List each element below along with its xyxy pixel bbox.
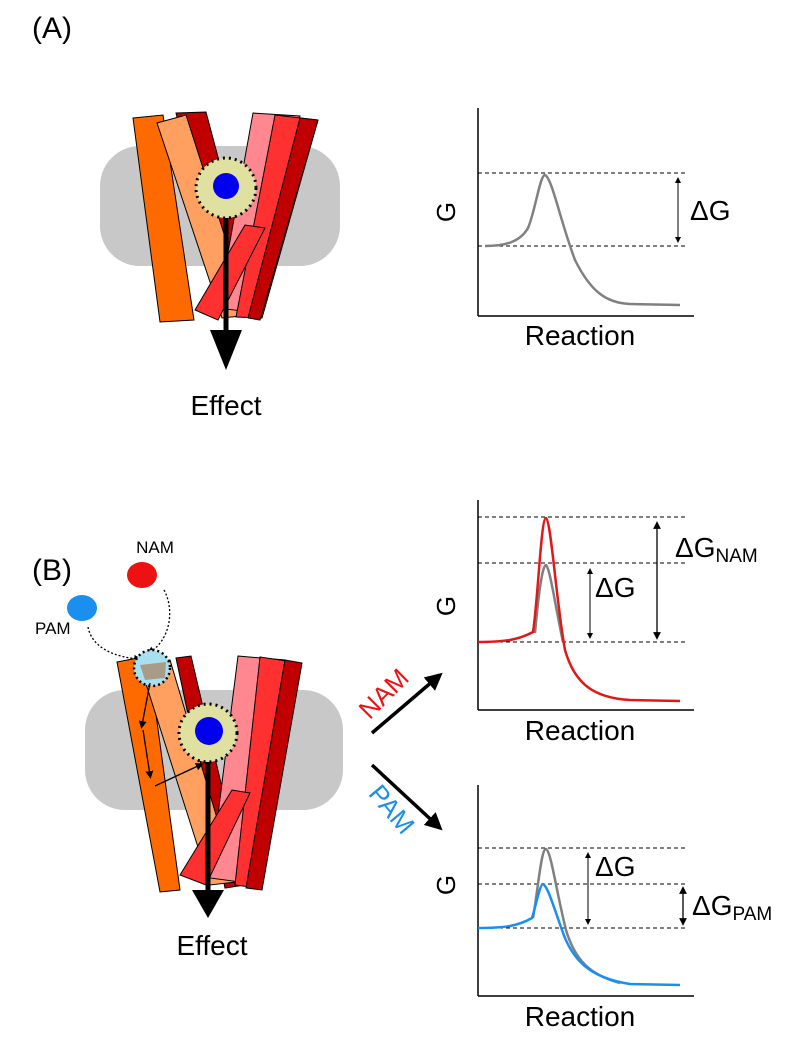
effect-label-a: Effect <box>190 390 261 421</box>
energy-graph-pam <box>477 785 694 997</box>
pam-label: PAM <box>35 619 71 638</box>
nam-binding-path <box>146 589 171 655</box>
nam-branch-label: NAM <box>353 663 415 725</box>
y-axis-label-nam: G <box>431 596 461 616</box>
delta-g-label-pam: ΔG <box>595 851 635 882</box>
receptor-b <box>85 648 343 918</box>
propagation-arrow-3 <box>154 763 204 787</box>
x-axis-label-pam: Reaction <box>525 1001 636 1032</box>
nam-label: NAM <box>136 538 174 557</box>
helix-dark-red-right-b <box>245 659 303 891</box>
panel-a-label: (A) <box>32 12 72 45</box>
energy-graph-a <box>477 108 694 317</box>
delta-g-nam-label: ΔGNAM <box>675 532 758 567</box>
curve-baseline-nam <box>533 563 565 643</box>
y-axis-label-a: G <box>431 202 461 222</box>
x-axis-label-a: Reaction <box>525 320 636 351</box>
pam-branch-label: PAM <box>363 779 421 840</box>
propagation-arrow-2 <box>142 729 154 779</box>
nam-molecule <box>127 562 157 588</box>
pam-binding-path <box>87 626 142 663</box>
helix-orange-a <box>132 114 195 323</box>
orthosteric-ligand-a <box>213 173 239 199</box>
orthosteric-ligand-b <box>195 717 223 745</box>
delta-g-pam-label: ΔGPAM <box>692 890 772 925</box>
effect-arrow-head-b <box>192 890 224 918</box>
pam-branch-arrow <box>370 763 443 831</box>
helix-dark-red-right-a <box>247 117 319 321</box>
effect-arrow-head-a <box>210 330 242 370</box>
x-axis-label-nam: Reaction <box>525 715 636 746</box>
pam-molecule <box>67 595 97 621</box>
delta-g-label-a: ΔG <box>690 195 730 226</box>
panel-b-label: (B) <box>32 554 72 587</box>
propagation-arrow-1 <box>138 682 151 729</box>
curve-pam <box>477 882 681 987</box>
y-axis-label-pam: G <box>431 875 461 895</box>
allosteric-pocket <box>140 662 166 680</box>
delta-g-label-nam: ΔG <box>595 572 635 603</box>
energy-graph-nam <box>477 500 694 711</box>
curve-nam <box>477 516 681 703</box>
effect-label-b: Effect <box>176 930 247 961</box>
nam-branch-arrow <box>370 672 443 735</box>
curve-baseline-a <box>484 173 681 307</box>
helix-red-cross-b <box>179 789 251 886</box>
receptor-a <box>100 111 340 370</box>
